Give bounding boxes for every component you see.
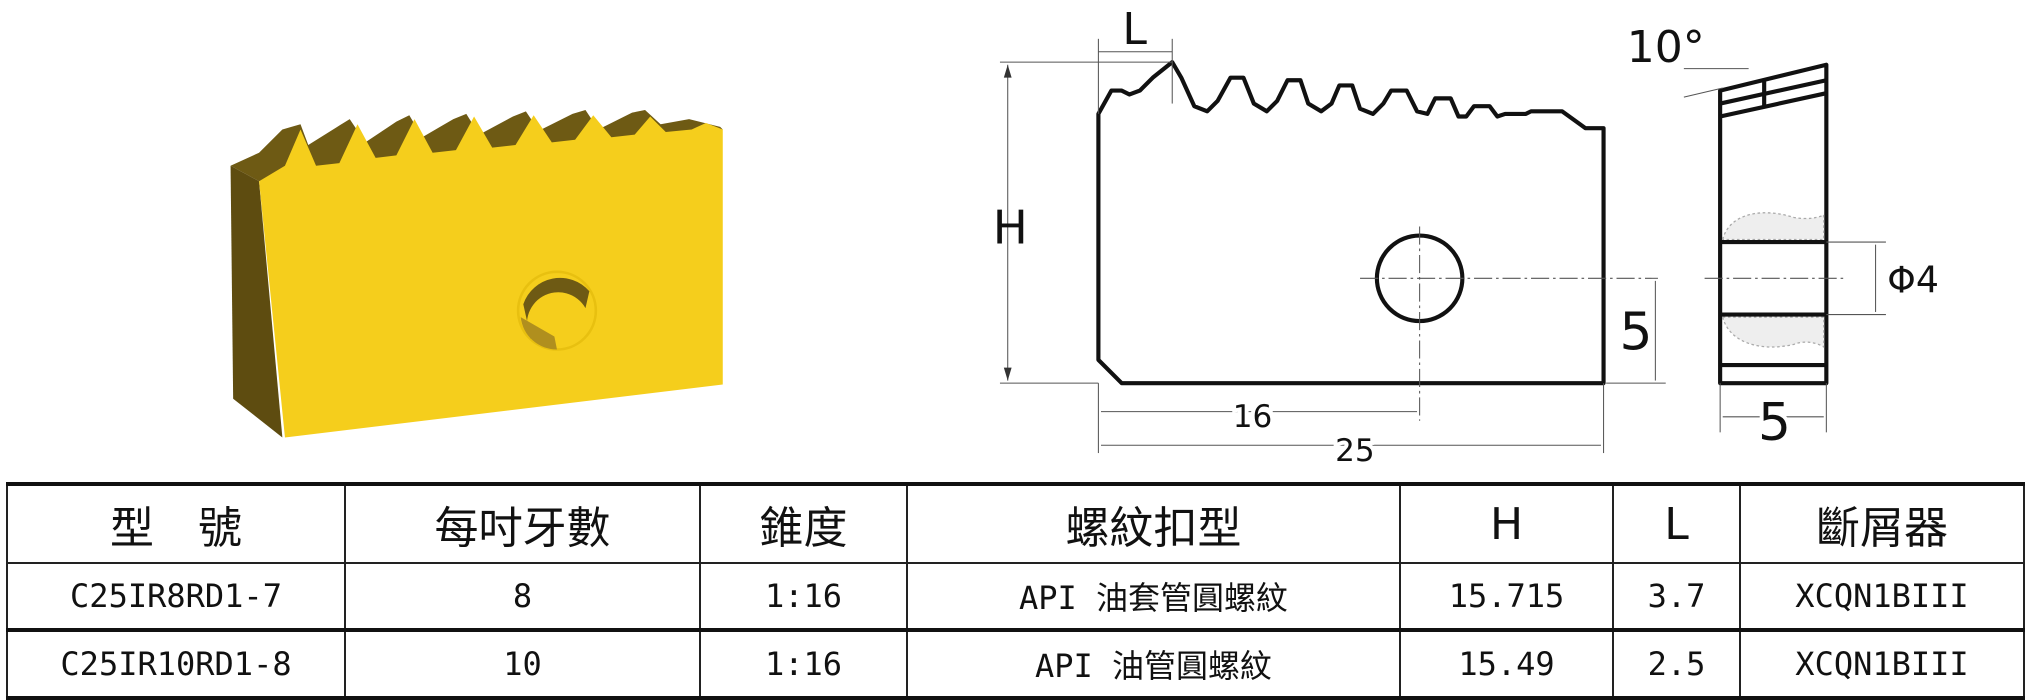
header-tpi: 每吋牙數	[344, 483, 701, 564]
dim-label-hole-dia: Φ4	[1887, 259, 1939, 302]
header-chipbreaker: 斷屑器	[1739, 483, 2025, 564]
cell-model: C25IR10RD1-8	[6, 628, 346, 699]
header-model: 型 號	[6, 483, 346, 564]
dim-label-L: L	[1122, 4, 1147, 55]
table-row: C25IR8RD1-7 8 1:16 API 油套管圓螺紋 15.715 3.7…	[6, 562, 2025, 631]
spec-table: 型 號 每吋牙數 錐度 螺紋扣型 H L 斷屑器 C25IR8RD1-7 8 1…	[6, 482, 2025, 700]
cell-chipbreaker: XCQN1BIII	[1739, 562, 2025, 631]
cell-h: 15.49	[1399, 628, 1614, 699]
cell-tpi: 8	[344, 562, 701, 631]
cell-l: 2.5	[1612, 628, 1741, 699]
cell-thread-type: API 油套管圓螺紋	[906, 562, 1401, 631]
insert-front-view	[999, 38, 1666, 454]
cell-thread-type: API 油管圓螺紋	[906, 628, 1401, 699]
dim-label-thickness: 5	[1758, 393, 1791, 453]
cell-h: 15.715	[1399, 562, 1614, 631]
dim-label-width: 25	[1335, 433, 1375, 469]
dim-label-angle: 10°	[1627, 22, 1705, 73]
cell-chipbreaker: XCQN1BIII	[1739, 628, 2025, 699]
table-row: C25IR10RD1-8 10 1:16 API 油管圓螺紋 15.49 2.5…	[6, 628, 2025, 699]
table-header-row: 型 號 每吋牙數 錐度 螺紋扣型 H L 斷屑器	[6, 483, 2025, 564]
header-thread-type: 螺紋扣型	[906, 483, 1401, 564]
dim-label-H: H	[993, 200, 1028, 254]
cell-taper: 1:16	[699, 562, 908, 631]
header-h: H	[1399, 483, 1614, 564]
insert-3d-render	[230, 110, 723, 438]
cell-model: C25IR8RD1-7	[6, 562, 346, 631]
insert-side-view	[1683, 62, 1886, 433]
cell-taper: 1:16	[699, 628, 908, 699]
cell-tpi: 10	[344, 628, 701, 699]
dim-label-hole-offset: 5	[1619, 303, 1652, 363]
header-l: L	[1612, 483, 1741, 564]
cell-l: 3.7	[1612, 562, 1741, 631]
header-taper: 錐度	[699, 483, 908, 564]
dim-label-hole-x: 16	[1233, 399, 1273, 435]
